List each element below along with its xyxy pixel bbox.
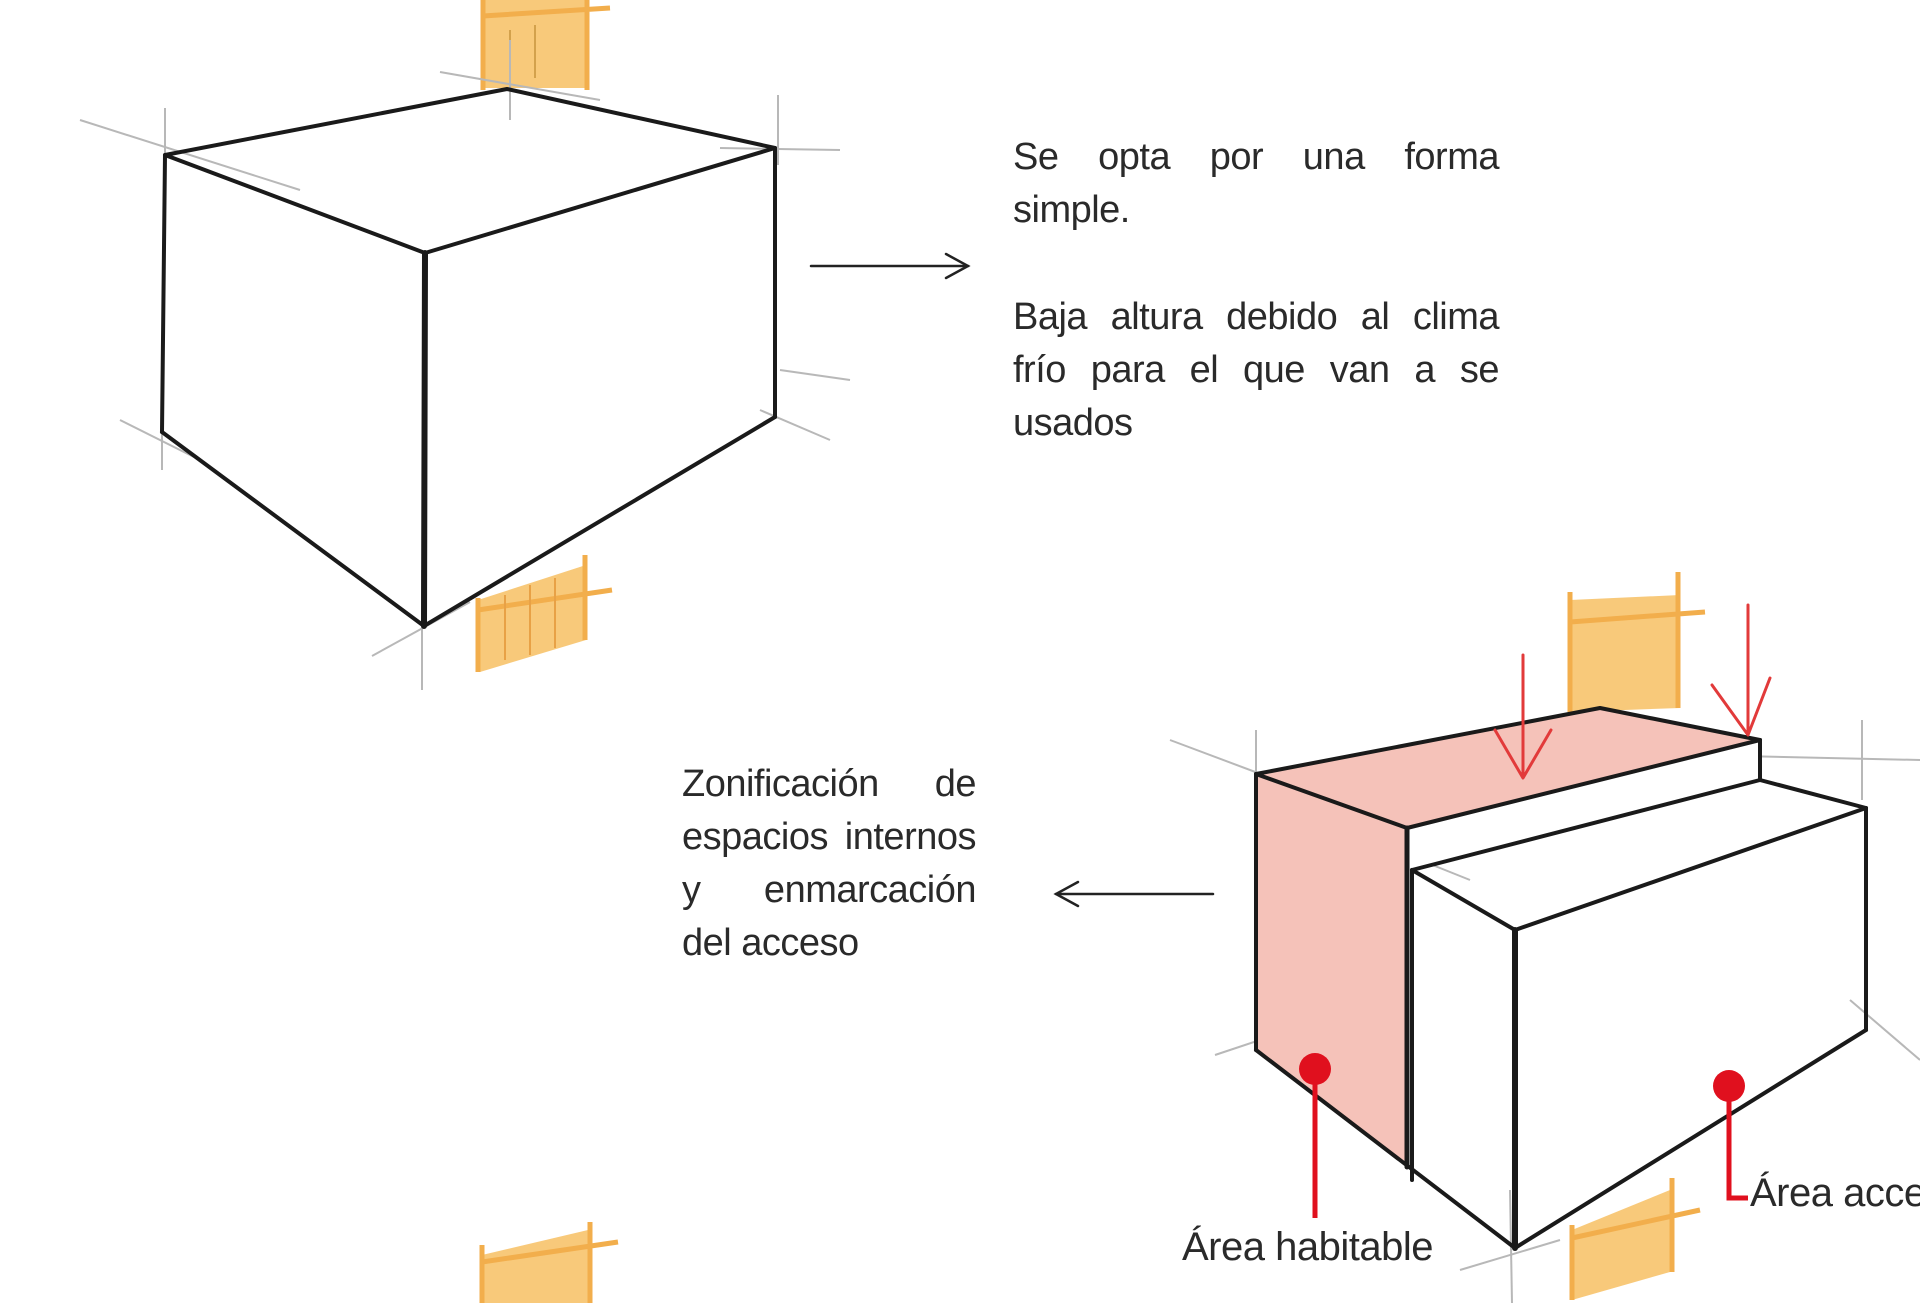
- access-pin: [1713, 1070, 1748, 1201]
- stair-top-face: [1407, 740, 1760, 870]
- bottom-box-orange-hatch: [475, 555, 613, 672]
- zoned-bottom-orange-hatch: [1569, 1178, 1701, 1300]
- zoned-top-orange-hatch: [1567, 572, 1706, 712]
- simple-box-sketch: [79, 0, 851, 690]
- label-access-area: Área acceso: [1750, 1171, 1920, 1215]
- habitable-pin: [1299, 1053, 1331, 1218]
- zoned-box-edges: [1254, 706, 1868, 1251]
- habitable-zone-fill: [1256, 708, 1760, 1167]
- description-zoning: Zonificación de espacios internos y enma…: [682, 763, 977, 964]
- top-box-orange-hatch: [480, 0, 611, 90]
- top-box-edges: [160, 87, 777, 629]
- arrow-left: [1053, 880, 1215, 908]
- label-habitable-area: Área habitable: [1182, 1225, 1433, 1269]
- description-simple-form: Se opta por una forma simple.: [1013, 136, 1500, 231]
- arrow-right: [809, 252, 971, 280]
- red-down-arrows: [1493, 603, 1772, 780]
- description-low-height: Baja altura debido al clima frío para el…: [1013, 296, 1500, 444]
- zoned-box-sketch: [1169, 572, 1920, 1303]
- corner-orange-hatch: [479, 1222, 619, 1303]
